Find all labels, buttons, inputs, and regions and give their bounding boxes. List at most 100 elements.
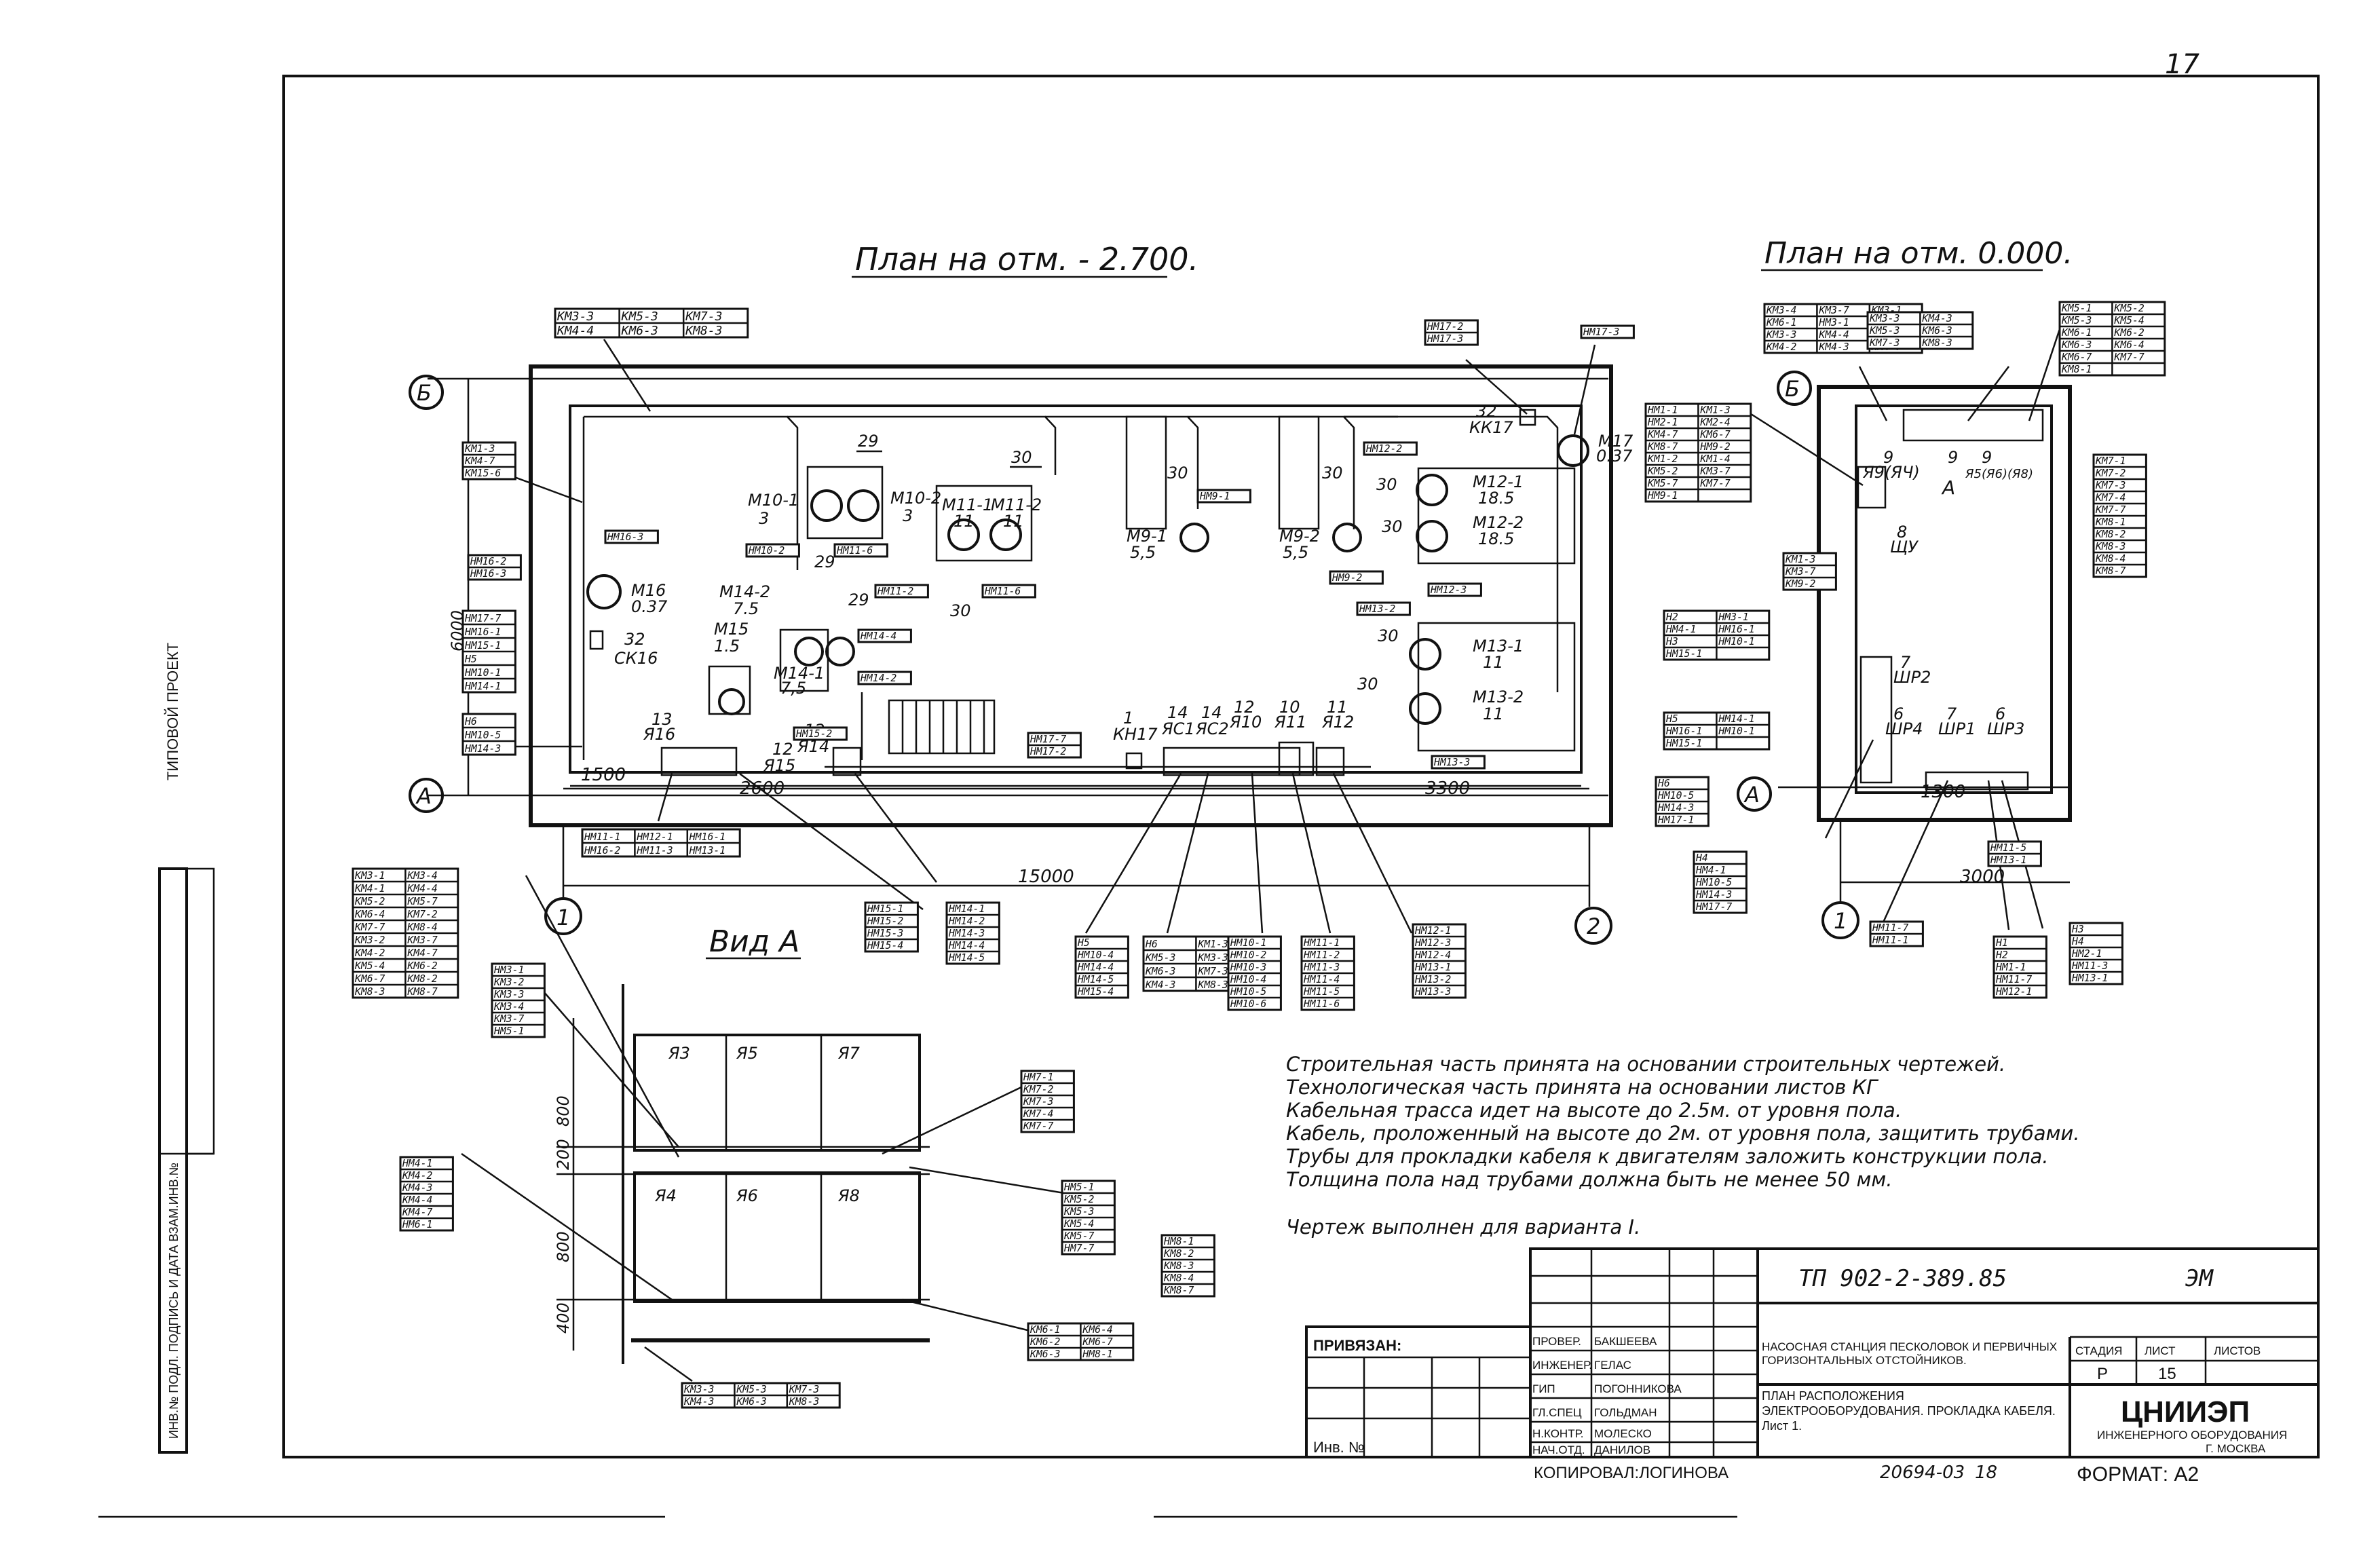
svg-text:ШР1: ШР1 xyxy=(1938,719,1976,738)
cable-tag-text: НМ17-2 xyxy=(1030,746,1066,757)
cable-tag-text: КМ5-2 xyxy=(1647,466,1678,477)
cable-tag-text: КМ7-7 xyxy=(2113,352,2145,363)
cable-tag-text: КМ7-4 xyxy=(2095,492,2126,504)
cable-tag-text: НМ11-6 xyxy=(984,586,1021,597)
cable-tag-text: КМ8-3 xyxy=(1163,1260,1194,1272)
cable-tag-text: КМ6-3 xyxy=(1921,325,1952,337)
cable-tag-text: КМ6-2 xyxy=(2113,327,2145,339)
cable-tag-text: НМ11-2 xyxy=(877,586,913,597)
svg-text:ШР2: ШР2 xyxy=(1893,668,1931,687)
svg-text:А: А xyxy=(1743,782,1760,808)
cable-tag-text: Н1 xyxy=(1995,937,2008,949)
svg-text:ЩУ: ЩУ xyxy=(1890,538,1919,557)
svg-text:КОПИРОВАЛ:ЛОГИНОВА: КОПИРОВАЛ:ЛОГИНОВА xyxy=(1534,1464,1729,1482)
svg-text:М10-2: М10-2 xyxy=(890,489,941,508)
cable-tag-text: НМ2-1 xyxy=(1647,417,1678,428)
svg-text:11: 11 xyxy=(1483,653,1504,672)
cable-tag-text: НМ12-1 xyxy=(636,831,673,843)
svg-text:Я10: Я10 xyxy=(1229,713,1262,732)
cable-tag-text: НМ11-1 xyxy=(1872,935,1908,946)
cable-tag-t14: НМ9-2 xyxy=(1329,570,1384,585)
svg-text:МОЛЕСКО: МОЛЕСКО xyxy=(1594,1427,1652,1440)
cable-tag-text: НМ12-3 xyxy=(1414,937,1451,949)
cable-tag-text: КМ4-3 xyxy=(683,1396,714,1408)
cable-tag-text: НМ15-1 xyxy=(1665,648,1702,660)
cable-tag-text: КМ5-3 xyxy=(1145,952,1175,964)
cable-tag-text: НМ14-3 xyxy=(1657,802,1694,814)
cable-tag-text: КМ8-3 xyxy=(1197,979,1228,991)
cable-tag-text: НМ8-1 xyxy=(1082,1349,1112,1360)
cable-tag-text: НМ13-1 xyxy=(1990,854,2026,866)
cable-tag-t17: НМ13-2 xyxy=(1356,601,1411,616)
cable-tag-text: КМ3-3 xyxy=(1766,329,1796,341)
axis-2-lower: 2 xyxy=(1574,825,1612,945)
cable-tag-t9: НМ10-2 xyxy=(745,543,800,558)
cable-tag-text: НМ13-3 xyxy=(1414,986,1451,998)
cable-tag-text: КМ3-3 xyxy=(683,1384,714,1395)
svg-text:Б: Б xyxy=(417,380,432,406)
cable-tag-text: НМ8-1 xyxy=(1163,1236,1194,1247)
side-stamp: ИНВ.№ ПОДЛ. ПОДПИСЬ И ДАТА ВЗАМ.ИНВ.№ ТИ… xyxy=(158,643,215,1454)
cable-tag-text: НМ11-1 xyxy=(1303,937,1340,949)
cable-tag-text: КМ1-4 xyxy=(1699,453,1730,465)
cable-tag-text: КМ6-4 xyxy=(1082,1324,1112,1336)
title-plan-lower: План на отм. - 2.700. xyxy=(855,241,1198,278)
svg-text:Я5: Я5 xyxy=(736,1044,758,1063)
svg-text:ГОЛЬДМАН: ГОЛЬДМАН xyxy=(1594,1406,1657,1419)
svg-text:Б: Б xyxy=(1785,376,1800,402)
svg-text:Инв. №: Инв. № xyxy=(1313,1439,1364,1456)
cable-tag-t12: НМ11-6 xyxy=(981,584,1036,599)
svg-text:9: 9 xyxy=(1982,448,1992,467)
cable-tag-text: КМ5-4 xyxy=(354,960,385,972)
cable-tag-text: КМ4-4 xyxy=(556,324,594,338)
cable-tag-text: НМ17-7 xyxy=(1695,901,1732,913)
cable-tag-text: КМ4-3 xyxy=(1921,313,1952,324)
svg-text:М15: М15 xyxy=(714,620,749,639)
sheet-title: ПЛАН РАСПОЛОЖЕНИЯ ЭЛЕКТРООБОРУДОВАНИЯ. П… xyxy=(1762,1389,2056,1433)
cable-tag-text: КМ6-3 xyxy=(1030,1349,1060,1360)
cable-tag-text: КМ1-3 xyxy=(1699,404,1730,416)
svg-text:3000: 3000 xyxy=(1960,867,2005,887)
cable-tag-text: НМ10-4 xyxy=(1077,949,1114,961)
cable-tag-text: КМ1-3 xyxy=(1785,554,1815,565)
cable-tag-text: НМ13-1 xyxy=(1414,962,1451,973)
cable-tag-text: НМ14-1 xyxy=(464,681,501,692)
svg-text:ГЕЛАС: ГЕЛАС xyxy=(1594,1359,1631,1372)
cable-tag-text: КМ4-4 xyxy=(407,883,437,894)
cable-tag-text: КМ4-2 xyxy=(354,947,385,959)
cable-tag-text: НМ15-1 xyxy=(1665,738,1702,749)
svg-text:Трубы для прокладки кабеля к д: Трубы для прокладки кабеля к двигателям … xyxy=(1286,1145,2049,1168)
cable-tag-text: НМ11-3 xyxy=(2071,960,2108,972)
cable-tag-text: НМ16-1 xyxy=(1665,725,1702,737)
cable-tag-text: КМ7-3 xyxy=(685,309,722,324)
svg-text:ТП 902-2-389.85: ТП 902-2-389.85 xyxy=(1798,1265,2007,1292)
svg-text:Кабельная трасса идет на высот: Кабельная трасса идет на высоте до 2.5м.… xyxy=(1286,1099,1902,1122)
cable-tag-text: КМ5-2 xyxy=(1063,1194,1095,1205)
cable-tag-text: НМ4-1 xyxy=(1665,624,1696,635)
svg-text:11: 11 xyxy=(1327,698,1348,717)
cable-tag-text: КМ5-2 xyxy=(2113,303,2145,314)
cable-tag-text: НМ10-5 xyxy=(1695,877,1732,888)
cable-tag-text: НМ3-1 xyxy=(1718,611,1748,623)
cable-tag-text: НМ11-5 xyxy=(1990,842,2026,854)
svg-text:1.5: 1.5 xyxy=(714,637,740,656)
axis-b-upper: Б xyxy=(1777,371,1812,406)
cable-tag-text: НМ10-5 xyxy=(464,730,501,741)
cable-tag-text: КМ8-7 xyxy=(2095,565,2126,577)
svg-text:30: 30 xyxy=(1011,448,1032,467)
cable-tag-text: КМ8-4 xyxy=(2095,553,2126,565)
cable-tag-text: КМ3-7 xyxy=(1785,566,1816,578)
cable-tag-text: КМ7-3 xyxy=(789,1384,819,1395)
svg-text:ДАНИЛОВ: ДАНИЛОВ xyxy=(1594,1444,1650,1456)
svg-text:М13-2: М13-2 xyxy=(1473,687,1524,706)
cable-tag-text: НМ14-4 xyxy=(860,630,896,642)
svg-text:ПОГОННИКОВА: ПОГОННИКОВА xyxy=(1594,1382,1682,1395)
